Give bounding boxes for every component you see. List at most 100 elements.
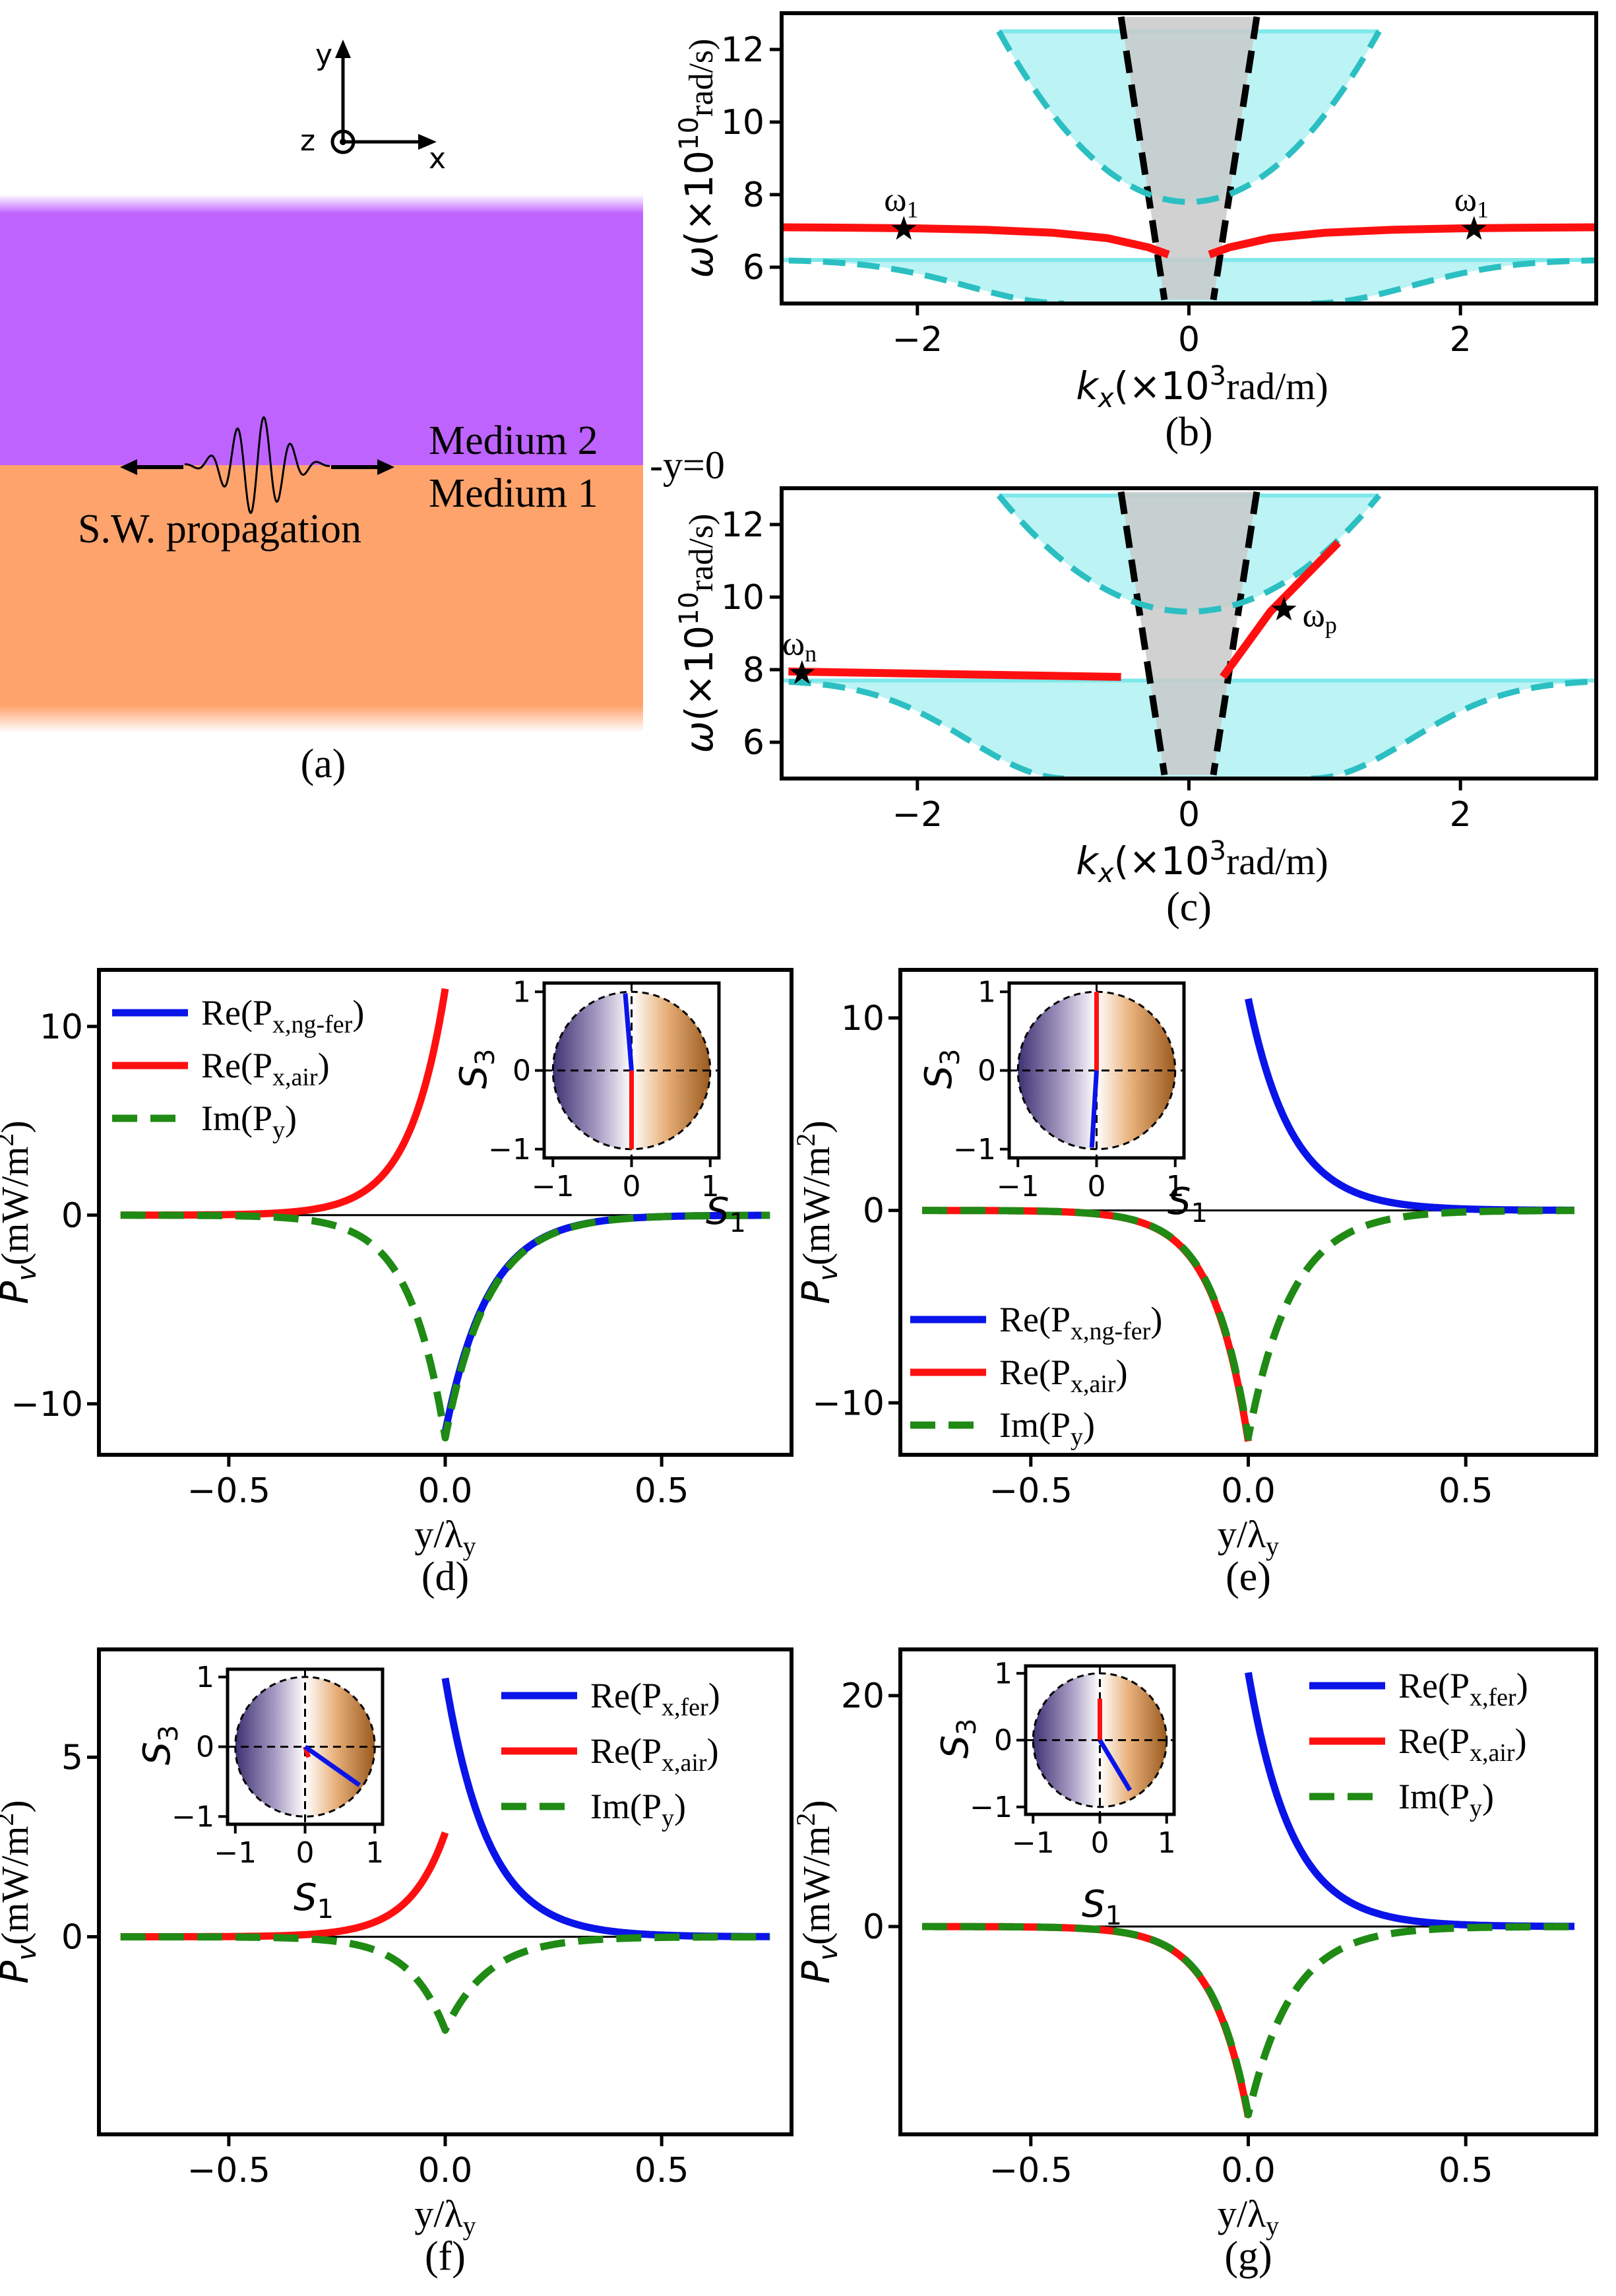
x-tick-label: 0.0 — [418, 2151, 473, 2190]
x-tick-label: −0.5 — [187, 2151, 270, 2190]
y-tick-label: 10 — [841, 999, 885, 1038]
y-axis-label: Pv(mW/m2) — [791, 1120, 844, 1304]
inset-y-tick-label: 1 — [513, 975, 531, 1009]
arrow-right-icon — [377, 459, 394, 475]
x-tick-label: 0.5 — [1439, 2151, 1493, 2190]
x-tick-label: −0.5 — [989, 1471, 1072, 1511]
inset-x-tick-label: 0 — [296, 1836, 315, 1870]
lower-band-edge-left — [782, 257, 1065, 303]
y-tick-label: 12 — [721, 505, 764, 545]
marker-label-1: ωn — [782, 625, 817, 667]
inset-y-tick-label: 0 — [978, 1054, 996, 1088]
inset-y-tick-label: −1 — [171, 1800, 214, 1834]
inset-y-tick-label: 0 — [994, 1724, 1012, 1758]
marker-label-2: ω1 — [1454, 181, 1489, 222]
panel-a-caption: (a) — [301, 742, 346, 786]
axis-x-label: x — [429, 142, 446, 175]
inset-y-tick-label: −1 — [970, 1791, 1012, 1824]
light-line-left — [1117, 491, 1168, 776]
inset-x-label: S1 — [706, 1190, 746, 1238]
inset-x-tick-label: 1 — [701, 1170, 720, 1203]
y-tick-label: −10 — [812, 1384, 885, 1423]
axis-y-label: y — [315, 38, 332, 72]
sw-dispersion-2 — [1220, 540, 1342, 680]
panel-caption: (g) — [1224, 2234, 1272, 2279]
sw-dispersion-1 — [788, 667, 1121, 681]
legend-label-blue: Re(Px,fer) — [590, 1676, 720, 1721]
y-tick-label: −10 — [11, 1385, 83, 1424]
legend-label-blue: Re(Px,ng-fer) — [999, 1300, 1162, 1345]
plot-area — [782, 491, 1596, 779]
inset-y-label: S3 — [917, 1049, 966, 1089]
panel-caption: (c) — [1166, 885, 1212, 930]
poynting-chart-f: 05−0.50.00.5y/λyPv(mW/m2)(f)Re(Px,fer)Re… — [0, 1647, 793, 2279]
legend-label-blue: Re(Px,fer) — [1398, 1666, 1528, 1711]
medium-2-label: Medium 2 — [429, 418, 598, 463]
stokes-vector-blue — [1089, 1070, 1099, 1148]
y-tick-label: 10 — [721, 103, 764, 143]
legend-label-green: Im(Py) — [201, 1099, 297, 1144]
legend-label-red: Re(Px,air) — [1398, 1721, 1527, 1767]
light-line-right — [1210, 491, 1260, 776]
y-axis-label: Pv(mW/m2) — [0, 1800, 42, 1983]
y-tick-label: 0 — [61, 1196, 83, 1236]
star-marker-2 — [1461, 216, 1487, 240]
x-tick-label: 0.0 — [1221, 2151, 1276, 2190]
star-marker-1 — [789, 660, 815, 684]
plot-area — [782, 16, 1596, 303]
legend-label-green: Im(Py) — [1398, 1777, 1494, 1822]
upper-band-edge — [996, 494, 1382, 615]
legend: Re(Px,fer) Re(Px,air) Im(Py) — [1309, 1666, 1528, 1822]
x-tick-label: −2 — [892, 795, 943, 835]
star-marker-2 — [1271, 596, 1297, 621]
poynting-chart-d: −10010−0.50.00.5y/λyPv(mW/m2)(d)Re(Px,ng… — [0, 968, 793, 1599]
y-axis-label: ω(×1010rad/s) — [674, 514, 722, 753]
series-red — [919, 1923, 1252, 2118]
light-line-left — [1117, 16, 1168, 301]
inset-y-tick-label: 0 — [196, 1731, 214, 1764]
y-tick-label: 10 — [40, 1007, 83, 1047]
inset-x-tick-label: −1 — [214, 1836, 257, 1870]
panel-caption: (b) — [1165, 410, 1212, 455]
inset-y-label: S3 — [452, 1049, 501, 1089]
panel-caption: (f) — [425, 2234, 466, 2279]
x-axis-label: kx(×103rad/m) — [1076, 361, 1328, 414]
x-tick-label: 2 — [1450, 320, 1472, 360]
inset-x-tick-label: 1 — [1166, 1170, 1185, 1203]
inset-x-tick-label: 0 — [1088, 1170, 1106, 1203]
stokes-vector-blue — [1098, 1738, 1133, 1792]
x-axis-label: kx(×103rad/m) — [1076, 836, 1328, 889]
y-tick-label: 12 — [721, 30, 764, 70]
x-tick-label: −2 — [892, 320, 943, 360]
medium-2-region — [0, 195, 643, 465]
y-tick-label: 5 — [61, 1738, 83, 1777]
panel-caption: (d) — [421, 1554, 469, 1599]
x-tick-label: 0.0 — [1221, 1471, 1276, 1511]
y-tick-label: 0 — [863, 1907, 885, 1947]
inset-x-tick-label: 0 — [1091, 1826, 1109, 1860]
upper-band-edge — [996, 30, 1382, 205]
propagation-label: S.W. propagation — [78, 507, 361, 552]
legend-label-green: Im(Py) — [590, 1787, 686, 1832]
inset-x-label: S1 — [1082, 1883, 1122, 1931]
coordinate-axes: y x z — [300, 38, 446, 175]
inset-y-tick-label: −1 — [953, 1133, 996, 1166]
sw-dispersion-1 — [782, 223, 1170, 259]
inset-y-label: S3 — [136, 1725, 184, 1766]
inset-y-label: S3 — [934, 1719, 982, 1759]
x-axis-label: y/λy — [1218, 1513, 1279, 1561]
plot-frame — [898, 1647, 1598, 2136]
stokes-vector-blue — [623, 993, 634, 1071]
inset-y-tick-label: 1 — [196, 1661, 214, 1694]
plot-frame — [97, 1647, 793, 2136]
y-tick-label: 8 — [743, 175, 764, 215]
x-tick-label: −0.5 — [187, 1471, 270, 1511]
axis-z-label: z — [300, 124, 315, 158]
marker-label-2: ωp — [1303, 596, 1337, 638]
legend-label-red: Re(Px,air) — [201, 1046, 330, 1091]
